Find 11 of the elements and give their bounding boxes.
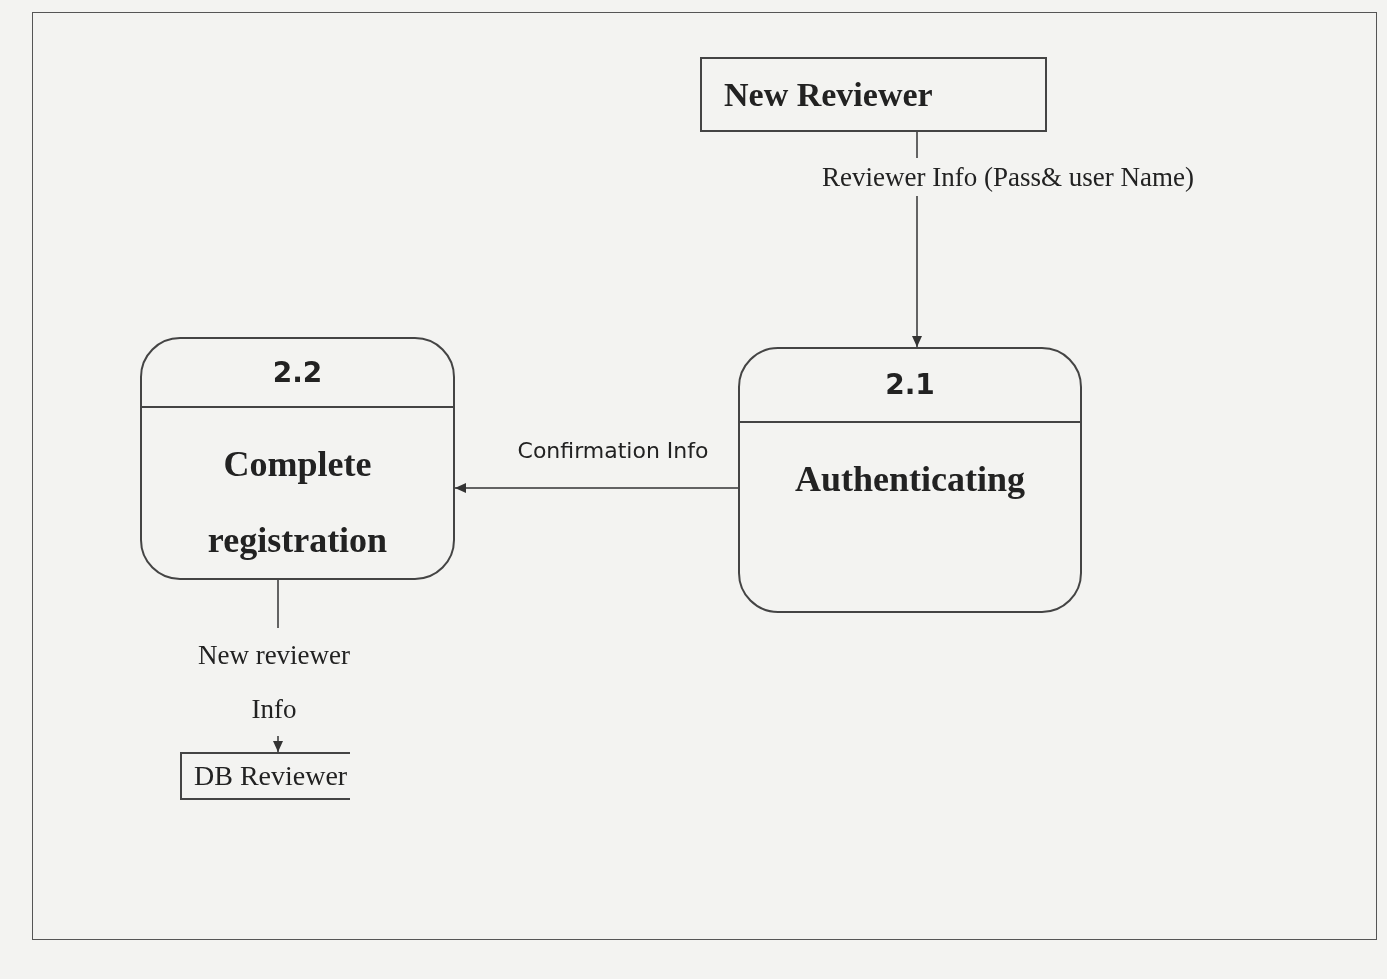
data-store: [180, 752, 350, 800]
process-box: [140, 337, 455, 580]
process-name: Complete registration: [206, 443, 389, 562]
process-number: 2.1: [885, 367, 935, 403]
arrow: [454, 483, 739, 493]
process-box: [738, 347, 1082, 613]
process-number: 2.2: [272, 354, 323, 391]
process-name: Authenticating: [795, 458, 1025, 501]
entity-name: New Reviewer: [724, 75, 933, 115]
store-name: DB Reviewer: [194, 759, 348, 793]
external-entity-box: [700, 57, 1047, 132]
